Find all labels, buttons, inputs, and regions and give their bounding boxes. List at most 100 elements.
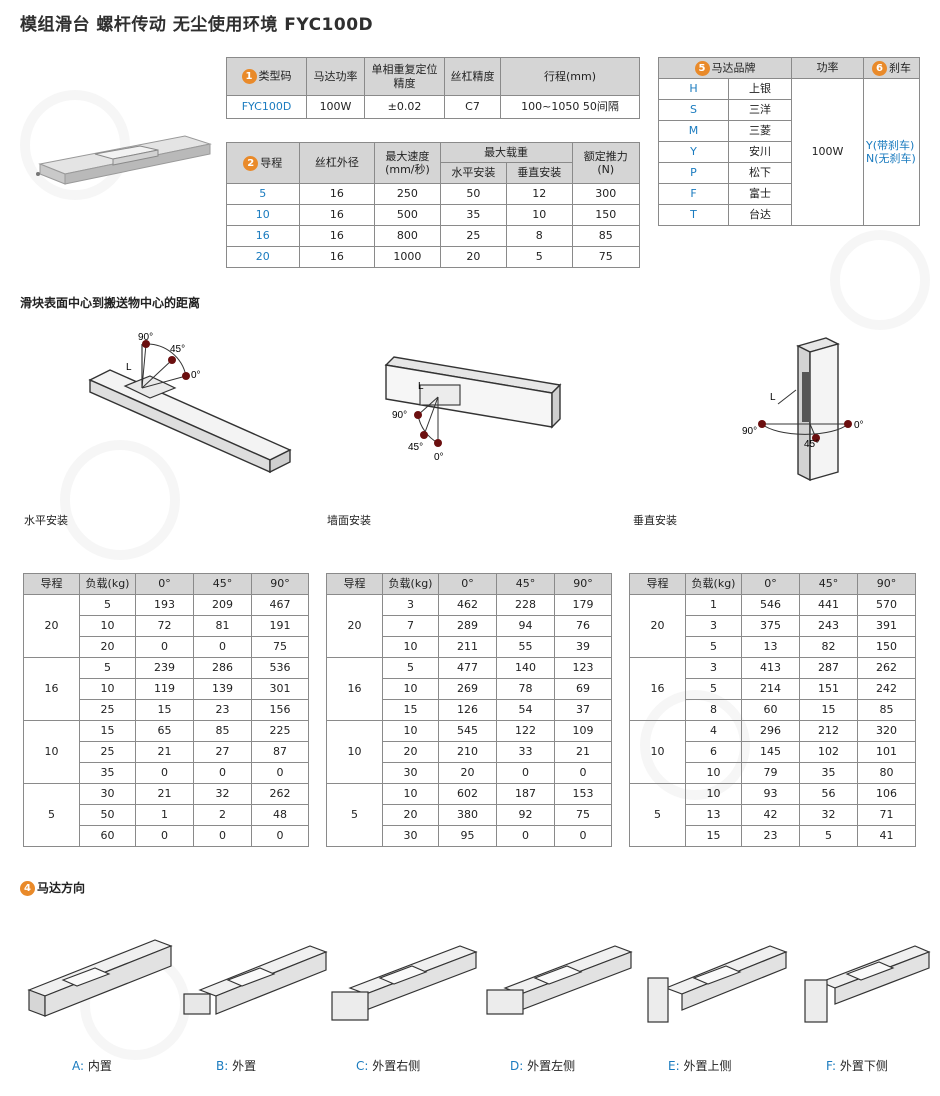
lead-cell: 5 — [629, 783, 686, 847]
table-cell: 69 — [554, 678, 612, 700]
table-cell: 87 — [251, 741, 309, 763]
table-cell: 191 — [251, 615, 309, 637]
table-cell: 4 — [685, 720, 742, 742]
table-cell: 0 — [135, 825, 194, 847]
header-label: 导程 — [260, 156, 283, 169]
header-load: 负载(kg) — [79, 573, 136, 595]
label-horizontal-mount: 水平安装 — [24, 514, 68, 527]
table-cell: 1 — [135, 804, 194, 826]
vertical-mount-diagram: 90° 45° 0° L — [742, 337, 864, 482]
header-load: 负载(kg) — [382, 573, 439, 595]
table-cell: 32 — [799, 804, 858, 826]
table-cell: 209 — [193, 594, 252, 616]
table-cell: 75 — [251, 636, 309, 658]
table-cell: 50 — [439, 183, 508, 205]
table-cell: 21 — [135, 783, 194, 805]
caption-letter: D: — [510, 1059, 524, 1073]
table-cell: 536 — [251, 657, 309, 679]
table-cell: 3 — [382, 594, 439, 616]
table-cell: 78 — [496, 678, 555, 700]
table-cell: 16 — [298, 225, 376, 247]
table-cell: 239 — [135, 657, 194, 679]
brand-name: 三菱 — [728, 120, 792, 142]
header-motor-power: 马达功率 — [306, 57, 365, 96]
header-load: 负载(kg) — [685, 573, 742, 595]
table-cell: 10 — [79, 678, 136, 700]
table-cell: 35 — [439, 204, 508, 226]
table-cell: 8 — [506, 225, 573, 247]
table-cell: 20 — [439, 246, 508, 268]
table-cell: 150 — [571, 204, 640, 226]
table-cell: 602 — [438, 783, 497, 805]
table-cell: 300 — [571, 183, 640, 205]
motor-C-image — [331, 945, 478, 1021]
lead-cell: 10 — [23, 720, 80, 784]
table-cell: 0 — [193, 825, 252, 847]
table-cell: 145 — [741, 741, 800, 763]
table-cell: 10 — [226, 204, 300, 226]
header-90deg: 90° — [251, 573, 309, 595]
table-cell: 413 — [741, 657, 800, 679]
header-screw-diameter: 丝杠外径 — [298, 142, 376, 184]
table-cell: 102 — [799, 741, 858, 763]
table-cell: 477 — [438, 657, 497, 679]
badge-6: 6 — [872, 60, 887, 76]
lead-cell: 20 — [326, 594, 383, 658]
brand-name: 安川 — [728, 141, 792, 163]
table-cell: 39 — [554, 636, 612, 658]
motor-caption-A: A: 内置 — [72, 1057, 112, 1074]
table-cell: 13 — [685, 804, 742, 826]
table-cell: 0 — [135, 636, 194, 658]
header-max-load: 最大载重 — [439, 142, 573, 163]
table-cell: 20 — [79, 636, 136, 658]
lead-cell: 10 — [326, 720, 383, 784]
header-max-speed: 最大速度 (mm/秒) — [374, 142, 441, 184]
label-L: L — [126, 362, 132, 373]
badge-5: 5 — [694, 60, 710, 76]
distance-title: 滑块表面中心到搬送物中心的距离 — [20, 296, 201, 310]
table-cell: 10 — [382, 720, 439, 742]
header-lead: 导程 — [23, 573, 80, 595]
caption-text: 外置 — [228, 1059, 257, 1073]
table-cell: 570 — [857, 594, 916, 616]
table-cell: 269 — [438, 678, 497, 700]
table-cell: 54 — [496, 699, 555, 721]
table-cell: 5 — [685, 678, 742, 700]
brand-name: 松下 — [728, 162, 792, 184]
label-wall-mount: 墙面安装 — [327, 514, 371, 527]
table-cell: 94 — [496, 615, 555, 637]
header-label: 刹车 — [889, 61, 911, 74]
table-cell: 320 — [857, 720, 916, 742]
table-cell: 210 — [438, 741, 497, 763]
table-cell: 85 — [571, 225, 640, 247]
page-title: 模组滑台 螺杆传动 无尘使用环境 FYC100D — [20, 15, 374, 35]
header-horizontal: 水平安装 — [439, 162, 508, 184]
table-cell: 0 — [251, 762, 309, 784]
table-cell: 1000 — [374, 246, 441, 268]
label-90: 90° — [392, 410, 407, 421]
table-cell: 375 — [741, 615, 800, 637]
table-cell: 262 — [857, 657, 916, 679]
table-cell: 0 — [251, 825, 309, 847]
table-cell: 242 — [857, 678, 916, 700]
header-screw-precision: 丝杠精度 — [444, 57, 501, 96]
header-label: 马达品牌 — [711, 61, 756, 74]
table-cell: 500 — [374, 204, 441, 226]
table-cell: 16 — [298, 204, 376, 226]
motor-caption-B: B: 外置 — [216, 1057, 256, 1074]
